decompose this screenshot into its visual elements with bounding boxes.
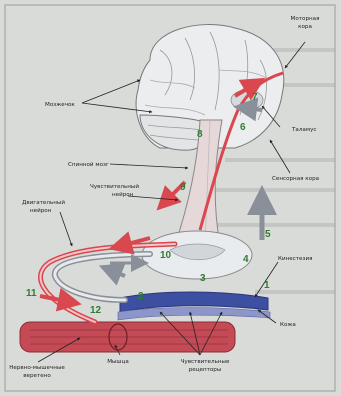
label-receptors-1: Чувствительные (181, 359, 230, 365)
step-number-9: 9 (180, 182, 186, 193)
step-number-12: 12 (90, 305, 102, 316)
step-number-5: 5 (265, 229, 271, 240)
label-sensory-cortex: Сенсорная кора (272, 176, 319, 182)
step-number-8: 8 (197, 129, 203, 140)
step-number-7: 7 (252, 92, 258, 103)
label-skin: Кожа (280, 322, 296, 328)
step-number-4: 4 (243, 254, 249, 265)
step-number-6: 6 (240, 122, 246, 133)
label-nm-spindle-1: Нервно-мышечные (9, 365, 65, 371)
label-motor-cortex-2: кора (298, 24, 312, 30)
label-cerebellum: Мозжечок (45, 102, 75, 108)
label-sensory-neuron-1: Чувствительный (90, 183, 139, 190)
label-motor-neuron-1: Двигательный (22, 199, 65, 206)
muscle (20, 322, 235, 352)
label-spinal-cord: Спинной мозг (68, 161, 109, 168)
label-muscle: Мышца (107, 359, 129, 365)
label-nm-spindle-2: веретено (23, 373, 51, 379)
label-thalamus: Таламус (291, 127, 316, 133)
step-number-1: 1 (264, 280, 270, 291)
label-kinesthesia: Кинестезия (278, 256, 312, 262)
step-number-3: 3 (200, 273, 206, 284)
step-number-10: 10 (160, 250, 172, 261)
step-number-11: 11 (26, 288, 37, 299)
label-receptors-2: рецепторы (189, 367, 222, 373)
step-number-2: 2 (138, 291, 144, 302)
label-motor-cortex-1: Моторная (291, 16, 320, 22)
label-motor-neuron-2: нейрон (30, 207, 52, 214)
label-sensory-neuron-2: нейрон (112, 191, 134, 198)
spinal-cross-section (142, 231, 252, 279)
